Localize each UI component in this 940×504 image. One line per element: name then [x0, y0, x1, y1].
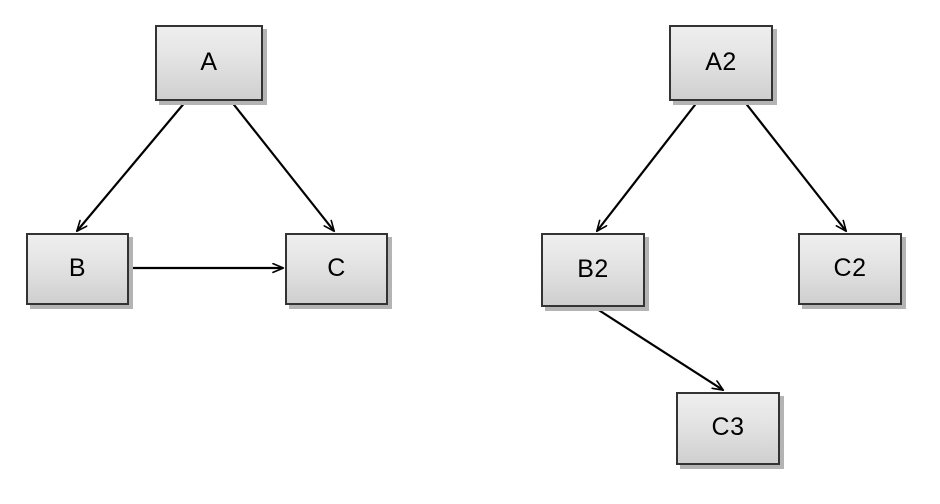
node-b[interactable]: B — [26, 233, 129, 305]
node-a2[interactable]: A2 — [669, 25, 773, 101]
node-label: B — [68, 253, 87, 282]
edge-a-to-c — [230, 100, 334, 231]
node-label: A2 — [705, 47, 737, 76]
node-c[interactable]: C — [285, 233, 388, 305]
edge-a2-to-c2 — [743, 100, 846, 231]
edge-a-to-b — [77, 100, 187, 231]
node-label: C — [327, 253, 346, 282]
node-label: A — [200, 47, 218, 76]
node-c3[interactable]: C3 — [676, 392, 780, 465]
edge-b2-to-c3 — [593, 306, 723, 390]
edge-a2-to-b2 — [597, 100, 699, 231]
node-label: C2 — [833, 253, 867, 282]
node-c2[interactable]: C2 — [798, 233, 902, 305]
node-label: C3 — [711, 413, 745, 441]
node-a[interactable]: A — [155, 25, 263, 101]
node-b2[interactable]: B2 — [541, 233, 645, 307]
node-label: B2 — [577, 254, 609, 283]
